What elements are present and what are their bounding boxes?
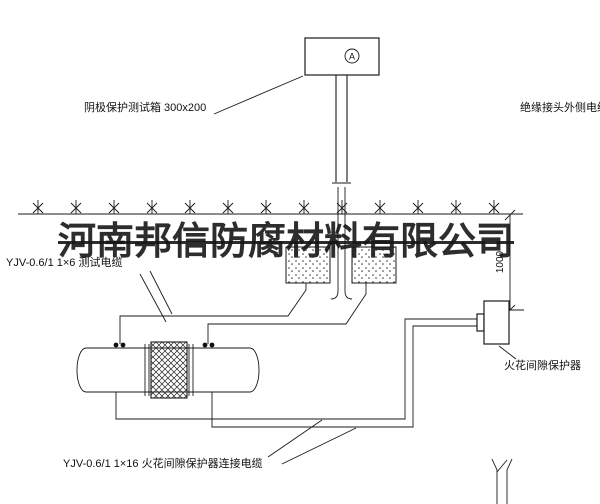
spark-gap-cable-label: YJV-0.6/1 1×16 火花间隙保护器连接电缆 — [63, 458, 263, 470]
insulating-joint — [144, 341, 194, 399]
dimension-1000: 1000 — [495, 209, 524, 316]
riser-conduit — [330, 75, 353, 300]
test-cable-leader-2 — [139, 273, 167, 323]
test-cable-label: YJV-0.6/1 1×6 测试电缆 — [6, 257, 123, 269]
leader-lines — [139, 75, 517, 465]
insulated-joint-cable-label: 绝缘接头外侧电缆 — [520, 102, 600, 114]
test-cables — [119, 283, 367, 344]
spark-cable-leader-2 — [281, 427, 357, 465]
ammeter-label: A — [349, 52, 355, 62]
spark-gap-cables — [115, 318, 477, 428]
cathodic-test-box: A — [304, 37, 380, 76]
test-cable-leader-1 — [149, 270, 173, 315]
test-box-leader — [213, 75, 304, 115]
ground-line — [18, 199, 523, 215]
test-box-label: 阴极保护测试箱 300x200 — [84, 102, 207, 114]
cable-connection-points — [113, 342, 215, 348]
spark-cable-leader-1 — [267, 419, 323, 458]
spark-gap-protector-label: 火花间隙保护器 — [504, 360, 581, 372]
spark-gap-protector — [476, 300, 510, 345]
ammeter-icon — [344, 48, 360, 64]
spark-gap-leader — [498, 345, 517, 360]
pipe-stub-symbol — [491, 458, 513, 504]
dimension-value: 1000 — [495, 250, 506, 273]
foundation-blocks — [285, 246, 397, 284]
